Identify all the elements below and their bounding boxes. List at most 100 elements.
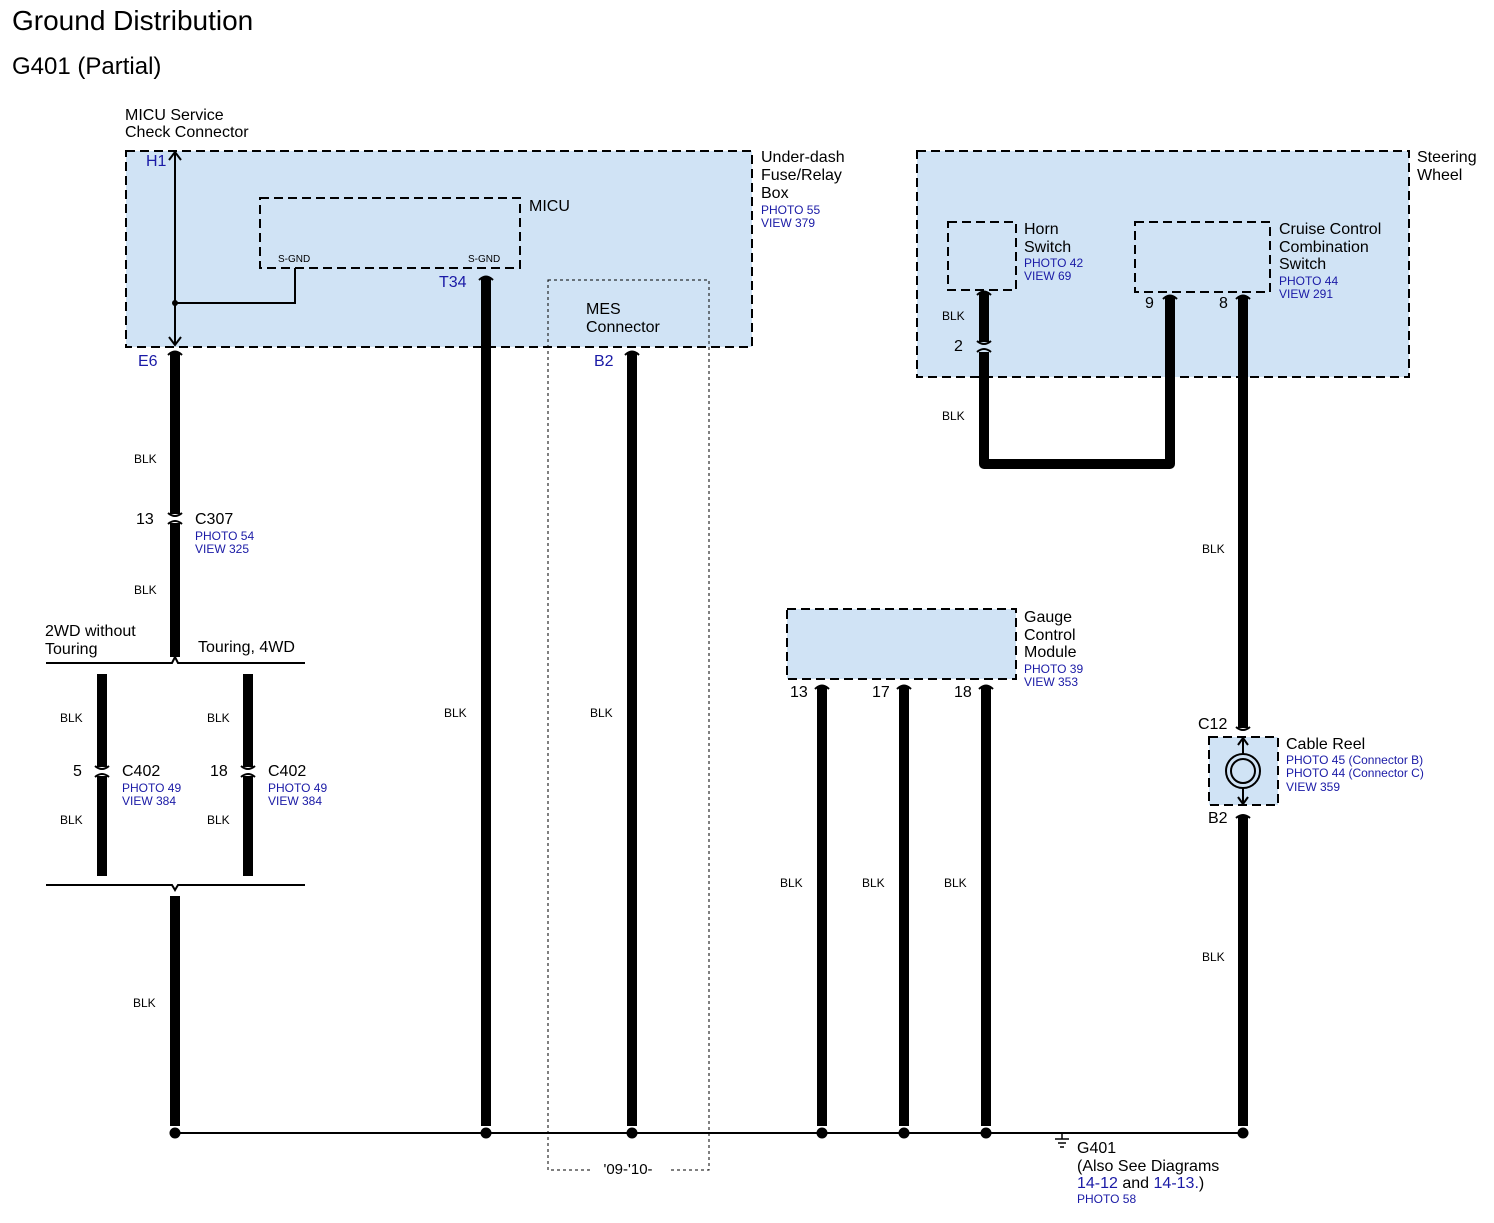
ground-photo-link[interactable]: PHOTO 58 [1077,1192,1136,1206]
cable-reel-label: Cable Reel [1286,736,1365,753]
page-title: Ground Distribution [12,5,253,36]
underdash-label-3: Box [761,185,789,202]
wire-horn-cruise-loop [979,296,1175,469]
cable-reel-photo-b-link[interactable]: PHOTO 45 (Connector B) [1286,753,1423,767]
variant-left-label-2: Touring [45,641,97,658]
micu-service-label-1: MICU Service [125,107,224,124]
horn-photo-link[interactable]: PHOTO 42 [1024,256,1083,270]
cable-reel-photo-c-link[interactable]: PHOTO 44 (Connector C) [1286,766,1424,780]
c402-b-label: C402 [268,763,306,780]
ground-diagram-refs: 14-12 and 14-13.) [1077,1175,1204,1192]
wire-color-label: BLK [207,813,230,827]
micu-label: MICU [529,198,570,215]
terminal-h1: H1 [146,153,167,170]
cruise-photo-link[interactable]: PHOTO 44 [1279,274,1338,288]
wire-color-label: BLK [444,706,467,720]
wire-color-label: BLK [944,876,967,890]
mes-label-2: Connector [586,319,660,336]
gauge-photo-link[interactable]: PHOTO 39 [1024,662,1083,676]
c307-photo-link[interactable]: PHOTO 54 [195,529,254,543]
variant-left-label-1: 2WD without [45,623,136,640]
terminal-b2-mes: B2 [594,353,614,370]
wire-color-label: BLK [60,813,83,827]
wire-color-label: BLK [134,583,157,597]
cable-reel-view-link[interactable]: VIEW 359 [1286,780,1340,794]
wire-color-label: BLK [1202,542,1225,556]
cruise-pin-8: 8 [1219,295,1228,312]
terminal-e6: E6 [138,353,158,370]
cruise-label-3: Switch [1279,256,1326,273]
gauge-control-module-box [786,608,1017,680]
horn-label-1: Horn [1024,221,1059,238]
c402-a-label: C402 [122,763,160,780]
wire-color-label: BLK [134,452,157,466]
terminal-t34: T34 [439,274,467,291]
underdash-label-2: Fuse/Relay [761,167,842,184]
micu-service-label-2: Check Connector [125,124,249,141]
micu-box [259,197,521,269]
underdash-photo-link[interactable]: PHOTO 55 [761,203,820,217]
variant-right-label: Touring, 4WD [198,639,295,656]
cruise-pin-9: 9 [1145,295,1154,312]
wire-color-label: BLK [862,876,885,890]
c402-a-pin: 5 [73,763,82,780]
micu-sgnd-trace [175,268,296,304]
ground-splice-dots [169,1127,1249,1139]
c402-b-view-link[interactable]: VIEW 384 [268,794,322,808]
mes-option-frame [547,279,710,1171]
gauge-pin-17: 17 [872,684,890,701]
cable-reel-inner-icon [1230,758,1256,784]
gauge-view-link[interactable]: VIEW 353 [1024,675,1078,689]
diagram-14-13-link[interactable]: 14-13. [1154,1175,1199,1192]
arrow-up-icon [168,150,182,161]
variant-bracket-bottom [46,884,305,892]
c402-a-view-link[interactable]: VIEW 384 [122,794,176,808]
arrow-down-icon [1237,796,1249,806]
horn-switch-box [947,221,1017,291]
c402-b-photo-link[interactable]: PHOTO 49 [268,781,327,795]
arrow-down-icon [168,336,182,347]
page-subtitle: G401 (Partial) [12,53,161,80]
steering-label-2: Wheel [1417,167,1462,184]
mes-years-mask [590,1160,668,1178]
c307-pin: 13 [136,511,154,528]
wire-color-label: BLK [207,711,230,725]
variant-bracket-top [46,654,305,664]
underdash-view-link[interactable]: VIEW 379 [761,216,815,230]
c402-a-photo-link[interactable]: PHOTO 49 [122,781,181,795]
cruise-label-2: Combination [1279,239,1369,256]
wire-color-label: BLK [1202,950,1225,964]
wire-color-label: BLK [60,711,83,725]
wire-color-label: BLK [780,876,803,890]
horn-view-link[interactable]: VIEW 69 [1024,269,1072,283]
micu-sgnd-left: S-GND [278,254,310,265]
gauge-pin-18: 18 [954,684,972,701]
wire-color-label: BLK [133,996,156,1010]
terminal-c12: C12 [1198,716,1227,733]
arrow-up-icon [1237,736,1249,746]
terminal-b2-reel: B2 [1208,810,1228,827]
wire-color-label: BLK [942,309,965,323]
c307-view-link[interactable]: VIEW 325 [195,542,249,556]
mes-years: '09-'10- [603,1161,652,1178]
ground-g401-label: G401 [1077,1140,1116,1157]
c307-label: C307 [195,511,233,528]
connector-marks [94,275,1251,819]
ground-symbol-icon [1055,1133,1069,1148]
mes-label-1: MES [586,301,621,318]
horn-label-2: Switch [1024,239,1071,256]
cruise-switch-box [1134,221,1271,293]
gauge-label-1: Gauge [1024,609,1072,626]
horn-pin-2: 2 [954,338,963,355]
underdash-label-1: Under-dash [761,149,845,166]
cruise-view-link[interactable]: VIEW 291 [1279,287,1333,301]
gauge-label-2: Control [1024,627,1076,644]
gauge-pin-13: 13 [790,684,808,701]
diagram-14-12-link[interactable]: 14-12 [1077,1175,1118,1192]
cruise-label-1: Cruise Control [1279,221,1381,238]
ground-note: (Also See Diagrams [1077,1158,1219,1175]
gauge-label-3: Module [1024,644,1077,661]
splice-dot [172,300,178,306]
wire-color-label: BLK [590,706,613,720]
